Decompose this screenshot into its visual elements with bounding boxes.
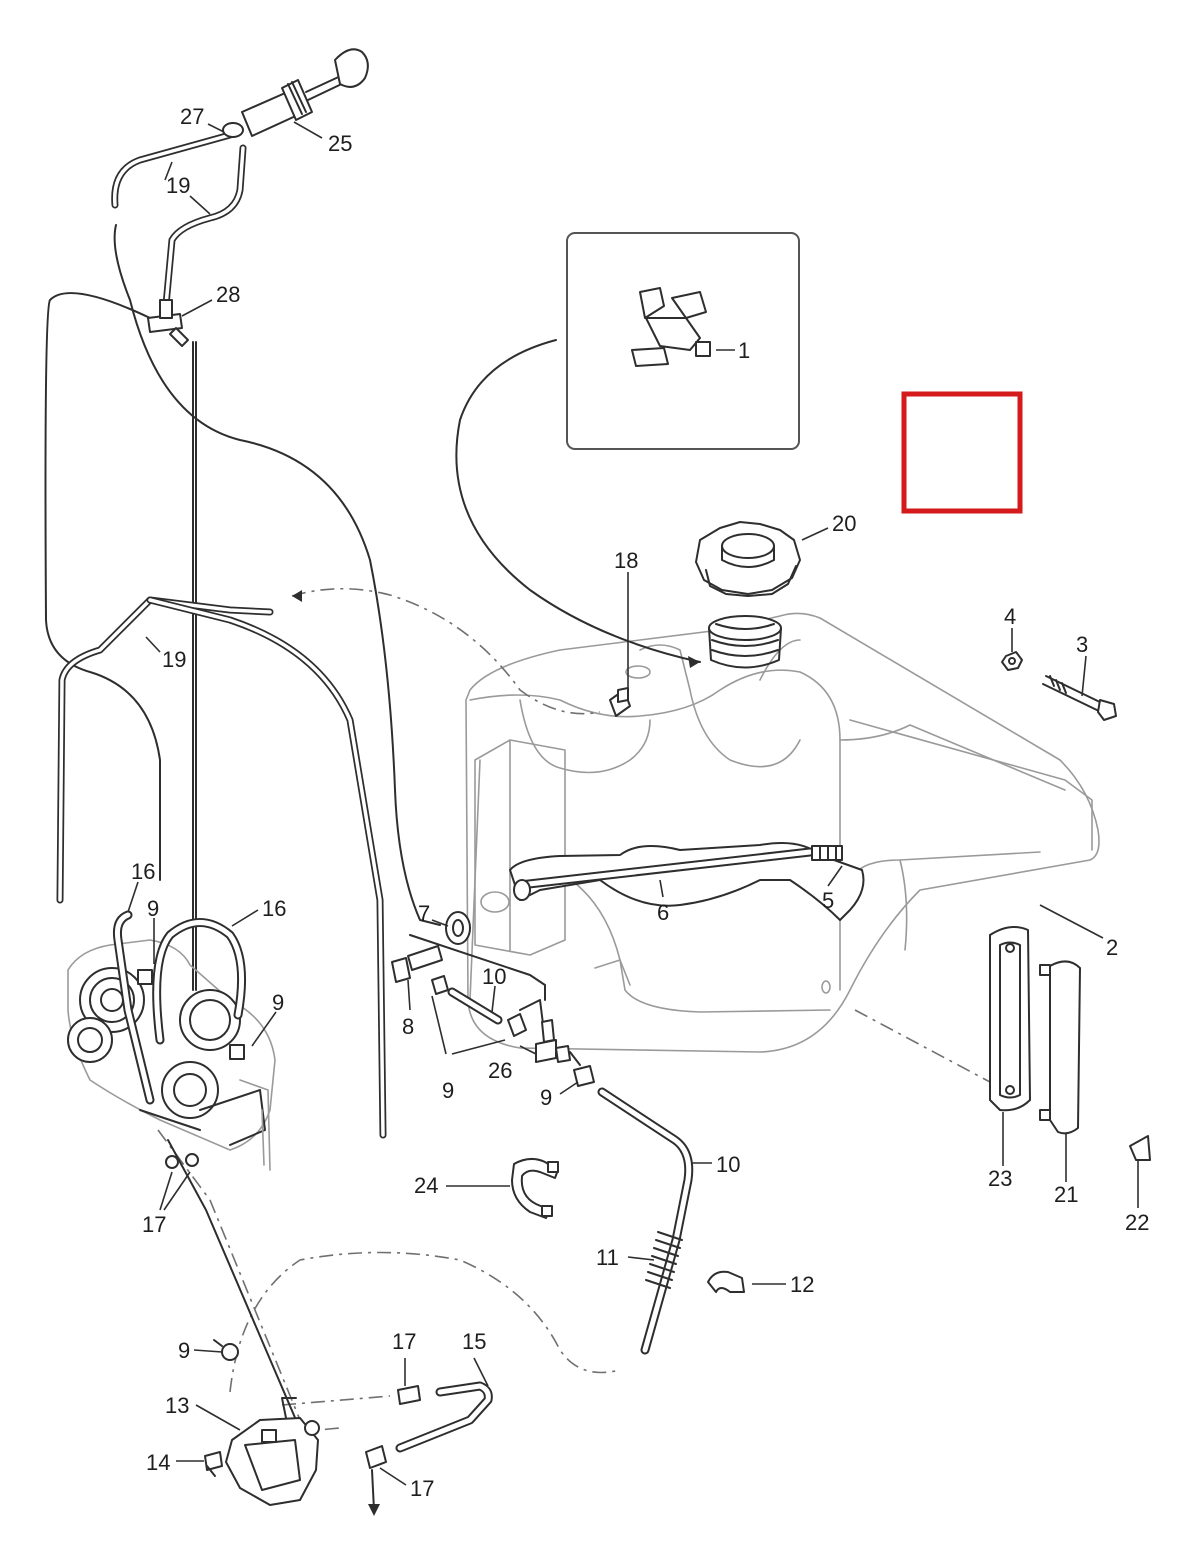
- part-19-lower-tube: [56, 596, 387, 1139]
- part-19-upper-tube: [111, 131, 247, 309]
- callout-10-hose: 10: [716, 1152, 740, 1177]
- part-23-gasket: [989, 925, 1031, 1112]
- part-22-tab: [1129, 1135, 1151, 1161]
- callout-27: 27: [180, 104, 204, 129]
- callout-13: 13: [165, 1393, 189, 1418]
- callout-15: 15: [462, 1329, 486, 1354]
- callout-16-right: 16: [262, 896, 286, 921]
- part-9-clamp-pump: [213, 1339, 239, 1361]
- part-6-strap: [509, 842, 865, 921]
- callout-5: 5: [822, 888, 834, 913]
- callout-25: 25: [328, 131, 352, 156]
- part-15-hose: [365, 1381, 493, 1516]
- callout-22: 22: [1125, 1210, 1149, 1235]
- callout-23: 23: [988, 1166, 1012, 1191]
- callout-26: 26: [488, 1058, 512, 1083]
- part-28-tee: [147, 299, 189, 347]
- callout-9-hose: 9: [540, 1085, 552, 1110]
- callout-9-carb-left: 9: [147, 896, 159, 921]
- callout-28: 28: [216, 282, 240, 307]
- highlight-box: [901, 391, 1023, 514]
- callout-17-top: 17: [392, 1329, 416, 1354]
- callout-8: 8: [402, 1014, 414, 1039]
- callout-4: 4: [1004, 604, 1016, 629]
- part-20-fuel-cap: [695, 521, 801, 597]
- callout-19-lower: 19: [162, 647, 186, 672]
- part-13-fuel-pump: [225, 1397, 320, 1506]
- callout-14: 14: [146, 1450, 170, 1475]
- part-3-bolt: [1042, 675, 1117, 721]
- callout-16-left: 16: [131, 859, 155, 884]
- callout-20: 20: [832, 511, 856, 536]
- callout-labels: 1 2 3 4 5 6 7 8 9 9 9 9 9 10 10 11 12 13…: [131, 104, 1149, 1501]
- part-24-clip: [511, 1158, 559, 1219]
- callout-17-bottom: 17: [410, 1476, 434, 1501]
- callout-21: 21: [1054, 1182, 1078, 1207]
- callout-9-pump: 9: [178, 1338, 190, 1363]
- fuel-pump-line: [157, 1129, 301, 1421]
- part-12-clip: [707, 1270, 745, 1293]
- callout-3: 3: [1076, 632, 1088, 657]
- part-25-primer: [222, 48, 369, 138]
- carburetor-assembly: [67, 939, 276, 1171]
- callout-19-upper: 19: [166, 173, 190, 198]
- part-10-11-hose: [597, 1087, 694, 1355]
- leader-lines: [127, 121, 1139, 1486]
- vent-lines: [44, 224, 701, 991]
- part-21-pad: [1039, 960, 1081, 1135]
- callout-24: 24: [414, 1173, 438, 1198]
- callout-6: 6: [657, 900, 669, 925]
- part-1-bracket: [631, 287, 711, 367]
- callout-7: 7: [418, 901, 430, 926]
- leader-2: [1039, 904, 1104, 939]
- callout-9-filter: 9: [442, 1078, 454, 1103]
- callout-11: 11: [596, 1245, 619, 1270]
- callout-12: 12: [790, 1272, 814, 1297]
- callout-18: 18: [614, 548, 638, 573]
- part-7-grommet: [445, 911, 471, 945]
- callout-1: 1: [738, 338, 750, 363]
- detail-inset-box: [566, 232, 800, 450]
- part-14-screw: [204, 1451, 223, 1477]
- part-4-nut: [1001, 651, 1023, 671]
- part-16-hoses: [113, 910, 247, 1105]
- callout-9-carb-right: 9: [272, 990, 284, 1015]
- part-18-vent-elbow: [609, 687, 631, 717]
- callout-2: 2: [1106, 935, 1118, 960]
- callout-10-filter: 10: [482, 964, 506, 989]
- fuel-filter-line: [391, 934, 595, 1087]
- callout-17-carb: 17: [142, 1212, 166, 1237]
